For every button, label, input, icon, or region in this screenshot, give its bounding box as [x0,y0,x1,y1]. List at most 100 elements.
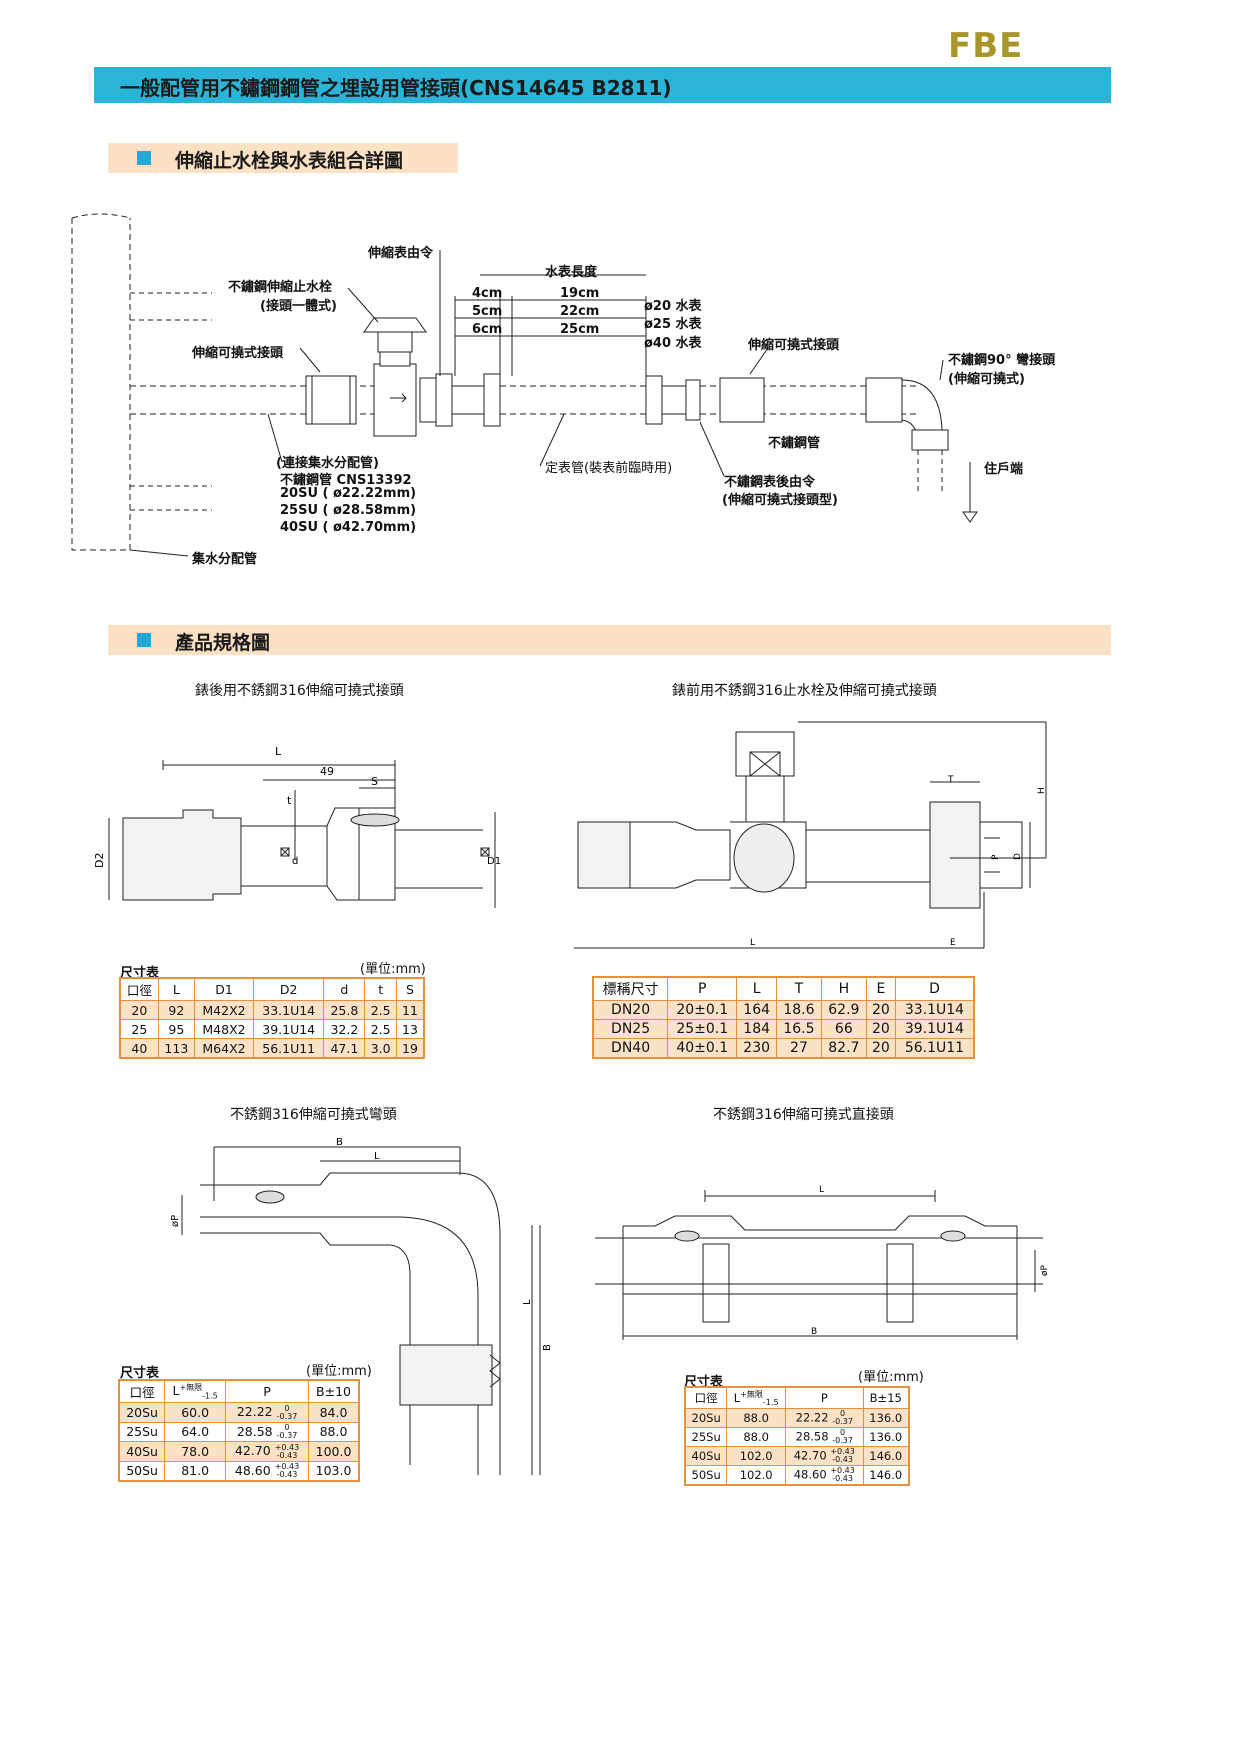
label-valve-line2: (接頭一體式) [260,299,337,314]
table4: 口徑 L+無限-1.5 P B±15 20Su 88.0 22.22 0-0.3… [684,1386,910,1487]
table2-cell: 25±0.1 [667,1019,738,1039]
table2-header: D [894,976,975,1001]
table1-header: D2 [252,977,325,1001]
table4-p: 42.70 [793,1448,827,1463]
tol-down: -0.37 [276,1411,298,1421]
table1-cell: 113 [157,1038,195,1059]
table-row: 20Su 88.0 22.22 0-0.37 136.0 [684,1408,910,1429]
table3-unit: (單位:mm) [306,1364,372,1379]
drawing1-title: 錶後用不銹鋼316伸縮可撓式接頭 [195,683,404,699]
table-row: 50Su 81.0 48.60 +0.43-0.43 103.0 [118,1460,360,1482]
table-row: 20Su 60.0 22.22 0-0.37 84.0 [118,1402,360,1423]
d4-dim-B: B [811,1327,817,1337]
d2-dim-P: P [991,854,1001,860]
label-user-end: 住戶端 [984,462,1024,477]
table2-cell: 40±0.1 [667,1038,738,1059]
table1-cell: 95 [157,1019,195,1039]
table2-cell: 20 [865,1000,896,1020]
table4-header: P [785,1386,864,1410]
table3-l-tol-bottom: -1.5 [202,1391,218,1401]
table4-cell: 40Su [684,1446,728,1467]
table3-cell: 103.0 [308,1460,360,1482]
d2-dim-D: D [1013,853,1023,860]
table4-cell: 42.70 +0.43-0.43 [785,1446,864,1467]
table-row: 40Su 102.0 42.70 +0.43-0.43 146.0 [684,1446,910,1467]
table1-header: D1 [193,977,255,1001]
tol-up: +0.43 [830,1466,855,1476]
table3-cell: 20Su [118,1402,166,1423]
table-row: DN20 20±0.1 164 18.6 62.9 20 33.1U14 [592,1000,975,1020]
table2-header: P [667,976,738,1001]
table1-cell: M48X2 [193,1019,255,1039]
table3-title: 尺寸表 [120,1366,160,1381]
table1-cell: M42X2 [193,1000,255,1020]
drawing3-title: 不銹鋼316伸縮可撓式彎頭 [230,1107,397,1123]
d3-dim-P: øP [170,1215,181,1227]
d2-dim-H: H [1037,787,1047,794]
table1-cell: 39.1U14 [252,1019,325,1039]
table3-cell: 84.0 [308,1402,360,1423]
tol-up: 0 [284,1423,290,1432]
d4-dim-L: L [819,1185,824,1195]
d2-dim-L: L [750,938,755,948]
label-elbow-line1: 不鏽鋼90° 彎接頭 [948,353,1056,368]
table3-header: B±10 [308,1379,360,1403]
table2-cell: 82.7 [820,1038,867,1059]
tol-up: 0 [284,1403,290,1413]
d1-dim-49: 49 [320,765,334,778]
table1-unit: (單位:mm) [360,962,426,977]
table1-header: 口徑 [119,977,159,1001]
table2: 標稱尺寸 P L T H E D DN20 20±0.1 164 18.6 62… [592,976,975,1059]
meter-length-2: 25cm [560,322,600,337]
table3-cell: 64.0 [164,1421,227,1442]
d1-dim-D1: D1 [487,856,501,867]
table2-cell: 39.1U14 [894,1019,975,1039]
label-connect-line3: 20SU ( ø22.22mm) [280,486,417,501]
drawing2-figure: T H P D L E [574,721,1047,949]
table4-header: B±15 [862,1386,910,1410]
tol-up: 0 [840,1428,846,1438]
table3-header: L+無限-1.5 [164,1379,227,1403]
tol-down: -0.37 [832,1417,853,1427]
brand-logo: FBE [948,26,1024,66]
table-row: 20 92 M42X2 33.1U14 25.8 2.5 11 [119,1000,425,1020]
table2-cell: 66 [820,1019,867,1039]
table2-cell: 20±0.1 [667,1000,738,1020]
label-meter-union: 伸縮表由令 [368,246,434,261]
label-flex-joint-left: 伸縮可撓式接頭 [192,346,284,361]
label-header-pipe: 集水分配管 [192,552,258,567]
table1-cell: 19 [395,1038,425,1059]
table1-cell: 25.8 [323,1000,366,1020]
table1-cell: 92 [157,1000,195,1020]
tol-up: +0.43 [274,1442,300,1452]
table2-header: 標稱尺寸 [592,976,669,1001]
table2-cell: 164 [736,1000,777,1020]
meter-size-0: ø20 水表 [644,299,702,314]
table4-cell: 48.60 +0.43-0.43 [785,1465,864,1486]
table1: 口徑 L D1 D2 d t S 20 92 M42X2 33.1U14 25.… [119,977,425,1059]
table2-cell: 18.6 [776,1000,822,1020]
d1-dim-L: L [275,745,282,758]
tol-up: +0.43 [830,1447,855,1457]
table3-p: 48.60 [234,1462,271,1478]
tol-up: 0 [840,1409,846,1419]
table3-cell: 25Su [118,1421,166,1442]
table4-header: L+無限-1.5 [726,1386,787,1410]
table1-cell: M64X2 [193,1038,255,1059]
table1-cell: 13 [395,1019,425,1039]
table3-header: 口徑 [118,1379,166,1403]
table-row: 40 113 M64X2 56.1U11 47.1 3.0 19 [119,1038,425,1059]
meter-length-1: 22cm [560,304,600,319]
table3-cell: 50Su [118,1460,166,1482]
section2-title: 產品規格圖 [175,632,271,654]
table-row: 40Su 78.0 42.70 +0.43-0.43 100.0 [118,1441,360,1462]
table-row: 25Su 64.0 28.58 0-0.37 88.0 [118,1421,360,1442]
table4-cell: 22.22 0-0.37 [785,1408,864,1429]
table1-cell: 2.5 [364,1019,397,1039]
table3-p: 22.22 [236,1404,273,1419]
d3-dim-B-vertical: B [542,1344,553,1351]
label-elbow-line2: (伸縮可撓式) [948,372,1025,387]
table-row: DN40 40±0.1 230 27 82.7 20 56.1U11 [592,1038,975,1059]
table4-cell: 146.0 [862,1446,910,1467]
label-after-union-line1: 不鏽鋼表後由令 [724,475,816,490]
